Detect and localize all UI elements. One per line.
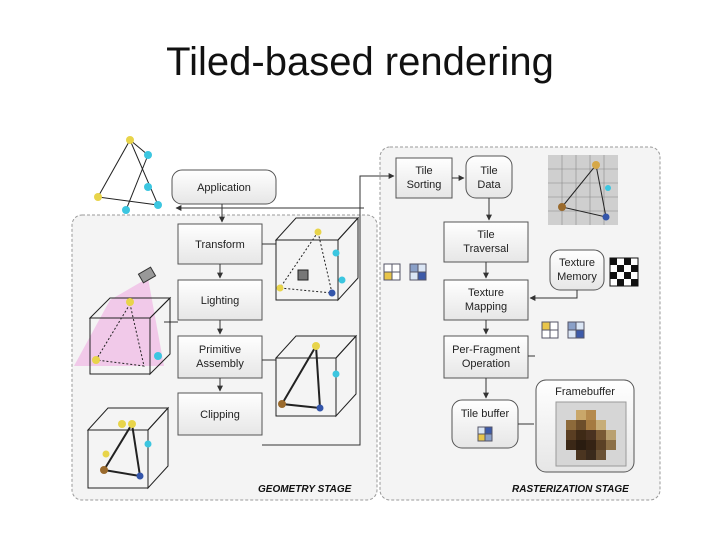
lighting-cube-image [74,266,172,376]
texture-mapping-label-2: Mapping [465,301,507,313]
texture-memory-label-2: Memory [557,271,597,283]
rasterization-stage-label: RASTERIZATION STAGE [512,484,629,495]
screen-tiles-image [548,155,618,225]
lighting-label: Lighting [201,295,240,307]
geometry-stage-label: GEOMETRY STAGE [258,484,352,495]
tile-sorting-label-1: Tile [415,165,432,177]
application-label: Application [197,182,251,194]
application-triangle-image [94,136,162,214]
slide-title: Tiled-based rendering [166,40,554,84]
per-fragment-box: Per-Fragment Operation [443,335,529,379]
tile-sorting-label-2: Sorting [407,179,442,191]
lighting-box: Lighting [177,279,263,321]
tile-buffer-label: Tile buffer [461,408,510,420]
camera-icon [297,269,309,281]
tile-data-label-2: Data [477,179,501,191]
tile-grid-icon [383,263,427,281]
texture-memory-label-1: Texture [559,257,595,269]
primitive-assembly-box: Primitive Assembly [177,335,263,379]
transform-cube-image [274,216,360,302]
primitive-assembly-label-2: Assembly [196,358,244,370]
texture-mapping-label-1: Texture [468,287,504,299]
tile-traversal-label-1: Tile [477,229,494,241]
framebuffer-label: Framebuffer [555,386,615,398]
tile-data-box: Tile Data [465,155,513,199]
primitive-assembly-cube-image [274,334,358,418]
transform-label: Transform [195,239,245,251]
tile-traversal-label-2: Traversal [463,243,508,255]
primitive-assembly-label-1: Primitive [199,344,241,356]
checkerboard-texture-icon [609,257,639,287]
texture-memory-box: Texture Memory [549,249,605,291]
tile-grid-icon-2 [541,321,585,339]
tile-traversal-box: Tile Traversal [443,221,529,263]
per-fragment-label-2: Operation [462,358,510,370]
transform-box: Transform [177,223,263,265]
clipping-cube-image [86,406,170,490]
tile-sorting-box: Tile Sorting [395,157,453,199]
application-box: Application [171,169,277,205]
tile-data-label-1: Tile [480,165,497,177]
clipping-label: Clipping [200,409,240,421]
clipping-box: Clipping [177,392,263,436]
texture-mapping-box: Texture Mapping [443,279,529,321]
tile-buffer-grid-icon [477,426,493,442]
per-fragment-label-1: Per-Fragment [452,344,520,356]
light-icon [137,266,157,284]
tile-buffer-box: Tile buffer [451,399,519,449]
framebuffer-pixels-image [555,401,627,467]
